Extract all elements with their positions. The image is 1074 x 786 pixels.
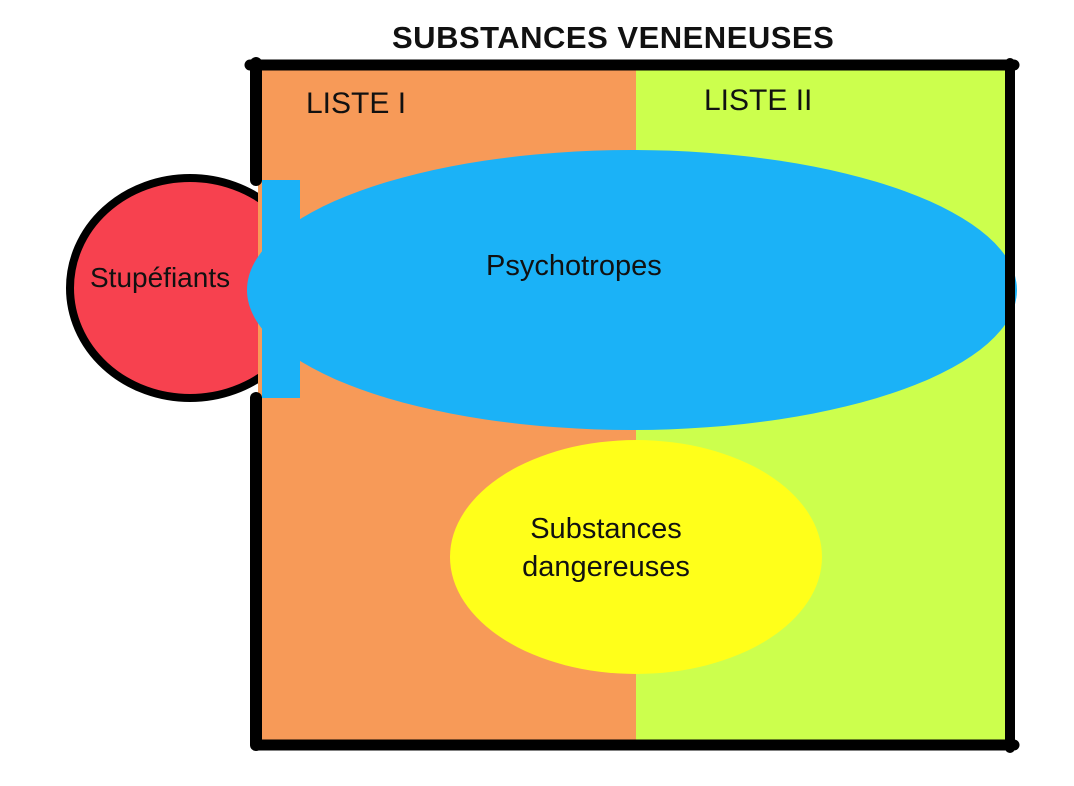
liste-2-label: LISTE II [704,84,813,117]
psychotropes-ellipse [247,150,1017,430]
stupefiants-label: Stupéfiants [90,262,231,293]
diagram-title: SUBSTANCES VENENEUSES [392,20,835,55]
substances-dangereuses-ellipse [450,440,822,674]
substances-dangereuses-label: Substances dangereuses [456,510,756,586]
substances-dangereuses-label-line2: dangereuses [522,551,690,583]
psychotropes-label: Psychotropes [486,250,662,282]
psychotropes-left-cover [262,180,300,398]
liste-1-label: LISTE I [306,87,407,120]
substances-dangereuses-label-line1: Substances [530,513,682,545]
